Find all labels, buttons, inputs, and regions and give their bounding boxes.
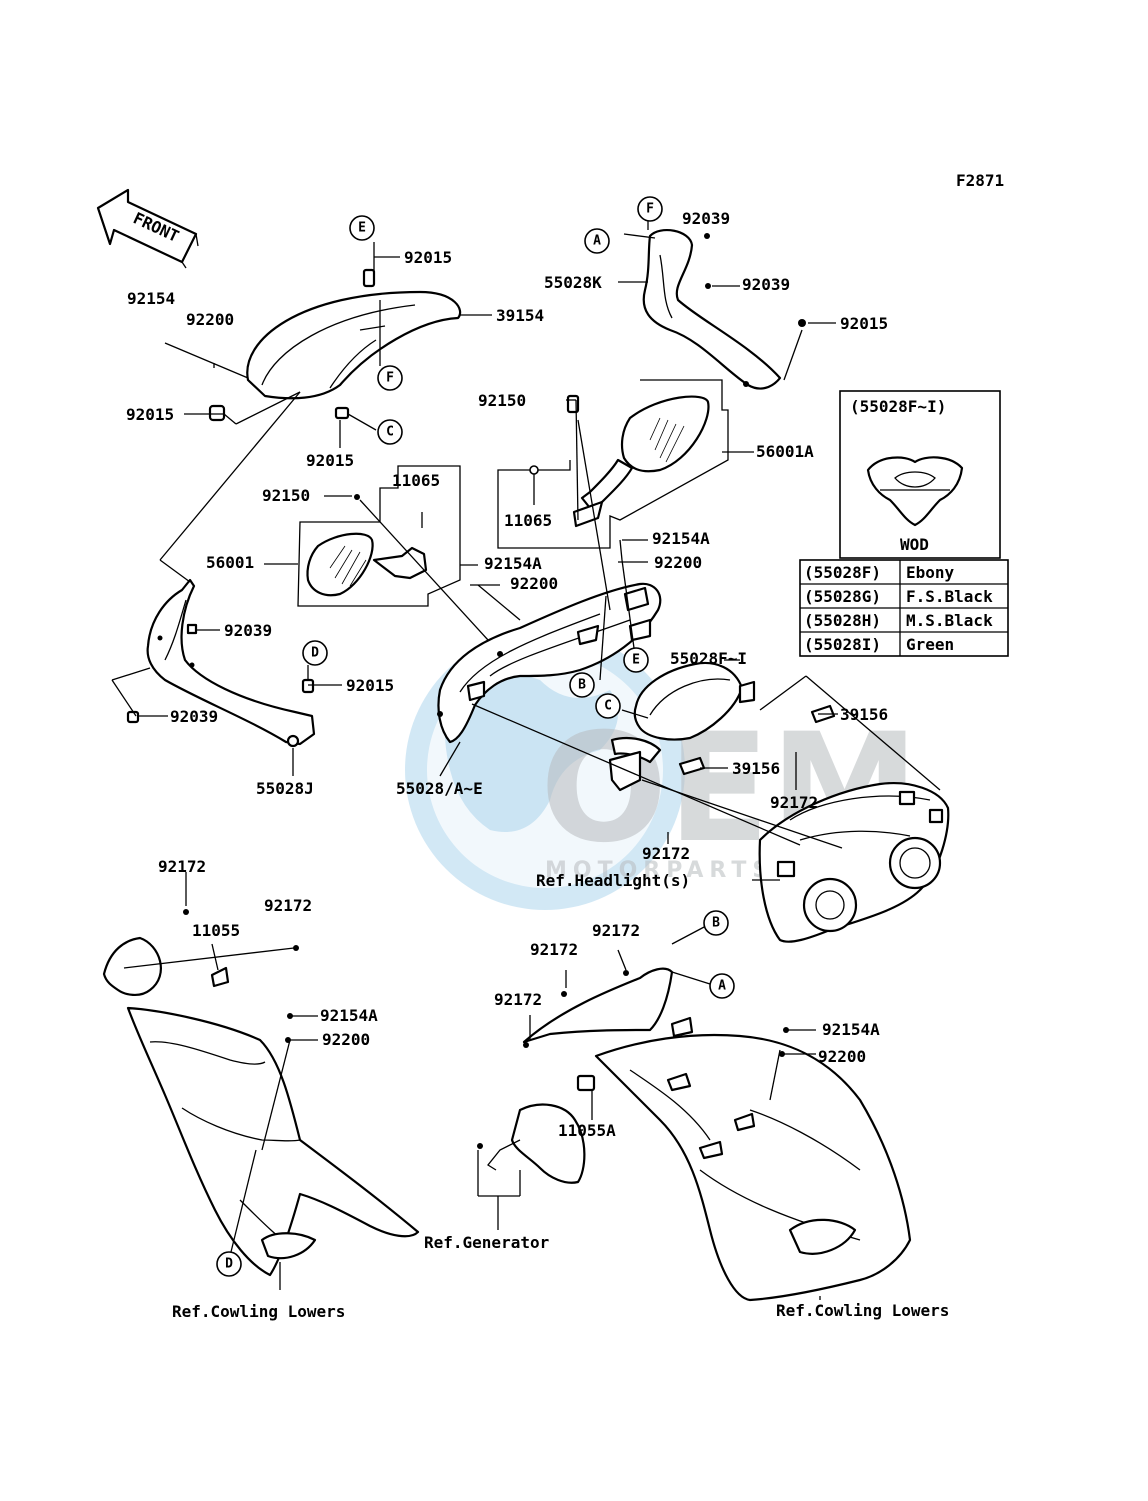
label-39156-b: 39156 [732,759,780,778]
inner-cover-55028j-part [126,578,316,748]
leader-lines [111,215,941,1300]
svg-text:F: F [386,371,394,386]
side-cowl-right-part [522,967,912,1302]
label-92200-c: 92200 [510,574,558,593]
callout-e-top: E [349,215,375,241]
svg-text:D: D [311,646,319,661]
label-ref-cowling-lowers-right: Ref.Cowling Lowers [776,1301,949,1320]
callout-e-center: E [623,647,649,673]
generator-bracket-part [477,1074,596,1184]
label-92200-b: 92200 [654,553,702,572]
callout-a-top: A [584,228,610,254]
callout-b-center: B [569,672,595,698]
svg-text:D: D [225,1257,233,1272]
svg-text:A: A [593,234,601,249]
svg-text:E: E [632,653,640,668]
label-55028f-i: 55028F~I [670,649,747,668]
label-11055: 11055 [192,921,240,940]
label-92150-b: 92150 [262,486,310,505]
svg-text:E: E [358,221,366,236]
color-name-2: M.S.Black [906,611,993,630]
label-92039-a: 92039 [682,209,730,228]
label-92172-a: 92172 [770,793,818,812]
callout-c-center: C [595,693,621,719]
callout-a-right: A [709,973,735,999]
svg-text:B: B [712,916,720,931]
label-39154: 39154 [496,306,544,325]
label-92200-a: 92200 [186,310,234,329]
label-92015-e: 92015 [346,676,394,695]
color-code-2: (55028H) [804,611,881,630]
label-92172-f: 92172 [530,940,578,959]
headlight-assembly-part [758,782,950,943]
label-92172-c: 92172 [158,857,206,876]
color-code-0: (55028F) [804,563,881,582]
svg-text:A: A [718,979,726,994]
inner-cover-55028k-part [642,228,806,390]
label-92154a-a: 92154A [652,529,710,548]
label-92039-b: 92039 [742,275,790,294]
label-39156-a: 39156 [840,705,888,724]
svg-text:B: B [578,678,586,693]
label-ref-generator: Ref.Generator [424,1233,549,1252]
color-code-1: (55028G) [804,587,881,606]
label-55028-a-e: 55028/A~E [396,779,483,798]
label-55028j: 55028J [256,779,314,798]
label-92172-d: 92172 [264,896,312,915]
svg-text:C: C [386,425,394,440]
callout-c-left: C [377,419,403,445]
upper-cowl-part [437,582,662,744]
label-92015-c: 92015 [306,451,354,470]
callout-d-bottom: D [216,1251,242,1277]
label-11065-b: 11065 [392,471,440,490]
color-name-1: F.S.Black [906,587,993,606]
label-11065-a: 11065 [504,511,552,530]
label-55028k: 55028K [544,273,602,292]
callout-b-right: B [703,910,729,936]
label-92154a-c: 92154A [320,1006,378,1025]
label-92039-c: 92039 [224,621,272,640]
callout-f-top: F [637,196,663,222]
label-92150-a: 92150 [478,391,526,410]
watermark-sub: MOTORPARTS [545,858,774,883]
side-cowl-left-part [102,909,420,1277]
label-92154a-b: 92154A [484,554,542,573]
headlight-surround-part [608,661,836,792]
label-92172-g: 92172 [494,990,542,1009]
color-table: (55028F) Ebony (55028G) F.S.Black (55028… [799,559,1009,657]
label-ref-headlight: Ref.Headlight(s) [536,871,690,890]
color-name-0: Ebony [906,563,955,582]
label-11055a: 11055A [558,1121,616,1140]
label-92015-d: 92015 [840,314,888,333]
windshield-part [208,268,462,422]
label-92154: 92154 [127,289,175,308]
label-92172-e: 92172 [592,921,640,940]
callout-f-left: F [377,365,403,391]
label-ref-cowling-lowers-left: Ref.Cowling Lowers [172,1302,345,1321]
color-name-3: Green [906,635,954,654]
inset-title: (55028F~I) [850,397,946,416]
label-92172-b: 92172 [642,844,690,863]
inset-caption: WOD [900,535,929,554]
svg-text:C: C [604,699,612,714]
label-92200-d: 92200 [322,1030,370,1049]
part-labels: 92015 39154 92154 92200 92015 92015 9203… [126,209,949,1321]
figure-code: F2871 [956,171,1004,190]
mirror-left-part [297,465,461,607]
label-92015-b: 92015 [126,405,174,424]
front-arrow-icon: FRONT [96,188,199,269]
label-92154a-d: 92154A [822,1020,880,1039]
label-56001: 56001 [206,553,254,572]
svg-text:F: F [646,202,654,217]
color-code-3: (55028I) [804,635,881,654]
label-92015-a: 92015 [404,248,452,267]
inset-box: (55028F~I) WOD [839,390,1001,559]
label-92200-e: 92200 [818,1047,866,1066]
label-56001a: 56001A [756,442,814,461]
label-92039-d: 92039 [170,707,218,726]
callout-d-left: D [302,640,328,666]
